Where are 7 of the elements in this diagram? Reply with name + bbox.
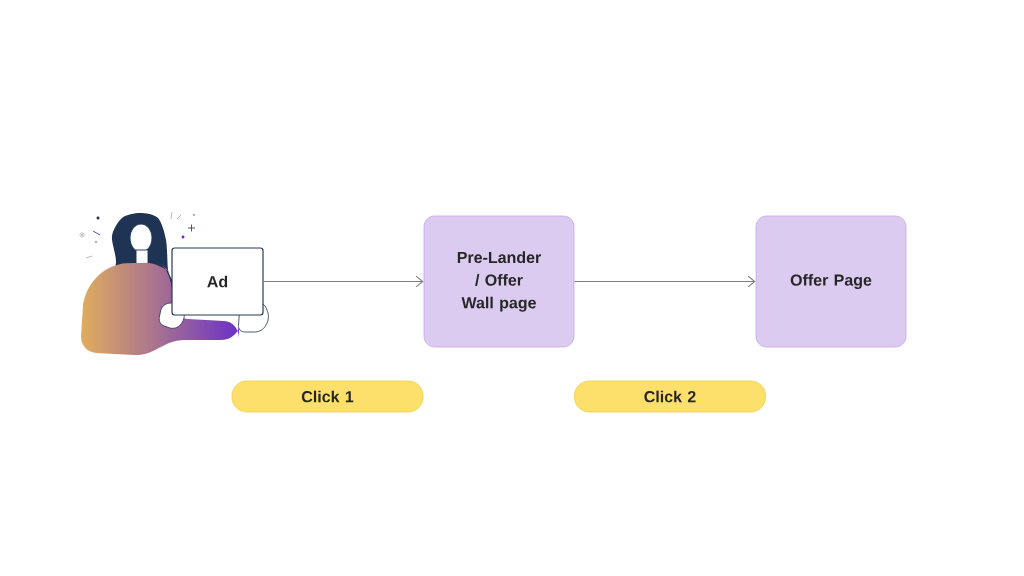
page-box: Offer Page (755, 215, 907, 348)
page-box: Pre-Lander / Offer Wall page (423, 215, 575, 348)
tablet-screen: Ad (171, 247, 264, 316)
step-badge: Click 2 (574, 380, 766, 413)
arrow (573, 275, 756, 288)
arrow (263, 275, 424, 288)
step-badge: Click 1 (231, 380, 424, 413)
